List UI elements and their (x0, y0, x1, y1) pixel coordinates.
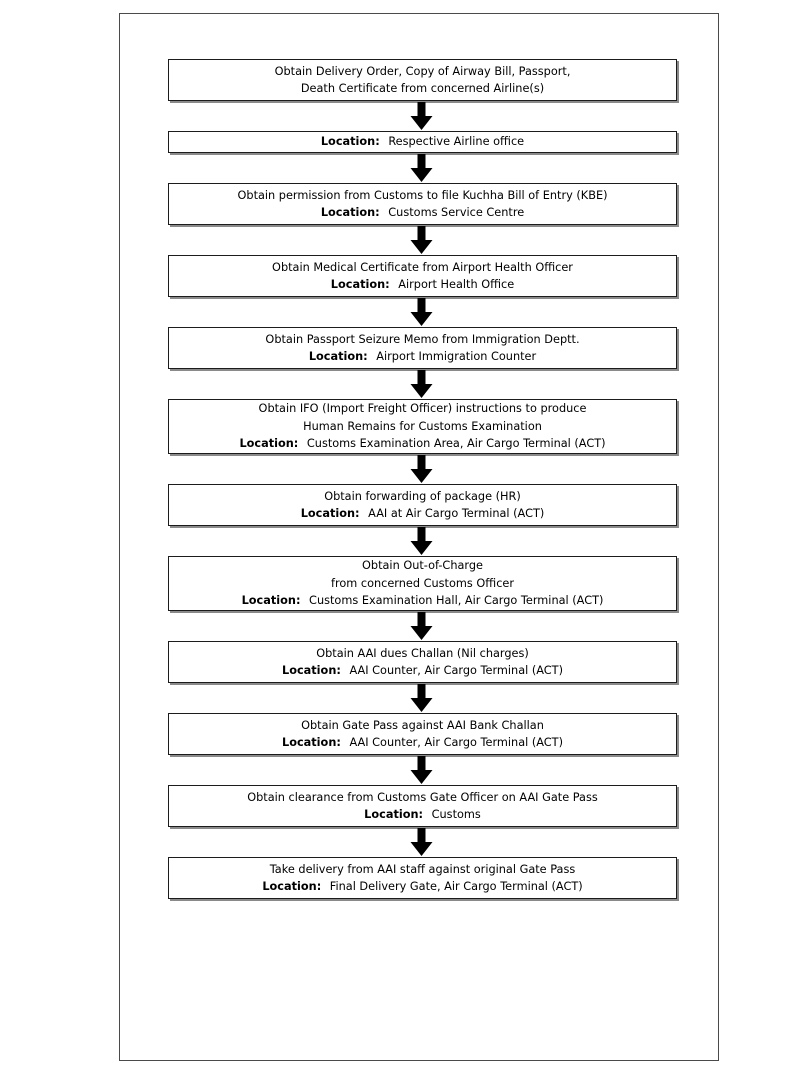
down-arrow-icon (410, 297, 433, 327)
down-arrow-icon (410, 153, 433, 183)
process-step-box: Obtain clearance from Customs Gate Offic… (168, 785, 677, 827)
step-description-line: Obtain permission from Customs to file K… (237, 188, 608, 202)
step-location-line: Location: AAI at Air Cargo Terminal (ACT… (175, 505, 670, 523)
step-location-line: Location: AAI Counter, Air Cargo Termina… (175, 734, 670, 752)
down-arrow-icon (410, 526, 433, 556)
step-location-line: Location: Customs (175, 806, 670, 824)
location-label: Location: (282, 664, 341, 677)
down-arrow-icon (410, 101, 433, 131)
process-step-box: Take delivery from AAI staff against ori… (168, 857, 677, 899)
step-description-line: Obtain Gate Pass against AAI Bank Challa… (301, 718, 544, 732)
down-arrow-icon (410, 755, 433, 785)
step-location-line: Location: Respective Airline office (175, 133, 670, 151)
step-location-line: Location: AAI Counter, Air Cargo Termina… (175, 662, 670, 680)
flowchart-step-stack: Obtain Delivery Order, Copy of Airway Bi… (167, 59, 678, 899)
step-location-line: Location: Customs Examination Area, Air … (175, 435, 670, 453)
step-description-line: Death Certificate from concerned Airline… (300, 82, 545, 95)
location-value: Customs Service Centre (384, 206, 525, 219)
location-value: AAI Counter, Air Cargo Terminal (ACT) (345, 664, 563, 677)
process-step-box: Obtain Gate Pass against AAI Bank Challa… (168, 713, 677, 755)
location-label: Location: (364, 808, 424, 821)
process-step-box: Obtain AAI dues Challan (Nil charges) Loc… (168, 641, 677, 683)
process-step-box: Obtain permission from Customs to file K… (168, 183, 677, 225)
location-label: Location: (241, 594, 301, 608)
location-label: Location: (308, 350, 368, 363)
location-value: Airport Health Office (394, 278, 515, 291)
process-step-box: Location: Respective Airline office (168, 131, 677, 153)
step-description-line: Take delivery from AAI staff against ori… (269, 862, 576, 876)
step-description-line: Obtain Out-of-Charge (362, 559, 483, 573)
location-value: Respective Airline office (384, 135, 525, 149)
process-step-box: Obtain Medical Certificate from Airport … (168, 255, 677, 297)
step-location-line: Location: Airport Health Office (175, 276, 670, 294)
process-step-box: Obtain Passport Seizure Memo from Immigr… (168, 327, 677, 369)
process-step-box: Obtain forwarding of package (HR) Locatio… (168, 484, 677, 526)
step-location-line: Location: Customs Service Centre (175, 204, 670, 222)
step-description-line: Obtain Passport Seizure Memo from Immigr… (265, 332, 580, 346)
location-label: Location: (320, 206, 380, 219)
location-value: Customs Examination Area, Air Cargo Term… (303, 437, 606, 451)
down-arrow-icon (410, 611, 433, 641)
step-description-line: Obtain clearance from Customs Gate Offic… (247, 790, 598, 804)
flowchart-outer-frame: Obtain Delivery Order, Copy of Airway Bi… (119, 13, 719, 1061)
step-description-line: Obtain Delivery Order, Copy of Airway Bi… (274, 64, 571, 78)
location-label: Location: (330, 278, 390, 291)
location-value: AAI Counter, Air Cargo Terminal (ACT) (345, 736, 563, 749)
location-label: Location: (239, 437, 299, 451)
location-value: AAI at Air Cargo Terminal (ACT) (364, 507, 545, 520)
location-value: Customs Examination Hall, Air Cargo Term… (305, 594, 604, 608)
location-value: Final Delivery Gate, Air Cargo Terminal … (326, 880, 583, 893)
down-arrow-icon (410, 454, 433, 484)
process-step-box: Obtain IFO (Import Freight Officer) inst… (168, 399, 677, 454)
down-arrow-icon (410, 225, 433, 255)
down-arrow-icon (410, 683, 433, 713)
location-label: Location: (320, 135, 380, 149)
process-step-box: Obtain Delivery Order, Copy of Airway Bi… (168, 59, 677, 101)
location-value: Airport Immigration Counter (372, 350, 537, 363)
location-label: Location: (300, 507, 360, 520)
step-location-line: Location: Final Delivery Gate, Air Cargo… (175, 878, 670, 896)
down-arrow-icon (410, 369, 433, 399)
step-description-line: Human Remains for Customs Examination (303, 419, 542, 433)
location-value: Customs (428, 808, 481, 821)
step-location-line: Location: Customs Examination Hall, Air … (175, 592, 670, 610)
location-label: Location: (262, 880, 322, 893)
step-location-line: Location: Airport Immigration Counter (175, 348, 670, 366)
down-arrow-icon (410, 827, 433, 857)
step-description-line: Obtain IFO (Import Freight Officer) inst… (258, 402, 587, 416)
step-description-line: from concerned Customs Officer (330, 576, 515, 590)
location-label: Location: (282, 736, 341, 749)
step-description-line: Obtain Medical Certificate from Airport … (272, 260, 573, 274)
process-step-box: Obtain Out-of-Charge from concerned Custo… (168, 556, 677, 611)
step-description-line: Obtain AAI dues Challan (Nil charges) (316, 646, 529, 660)
step-description-line: Obtain forwarding of package (HR) (324, 489, 521, 503)
